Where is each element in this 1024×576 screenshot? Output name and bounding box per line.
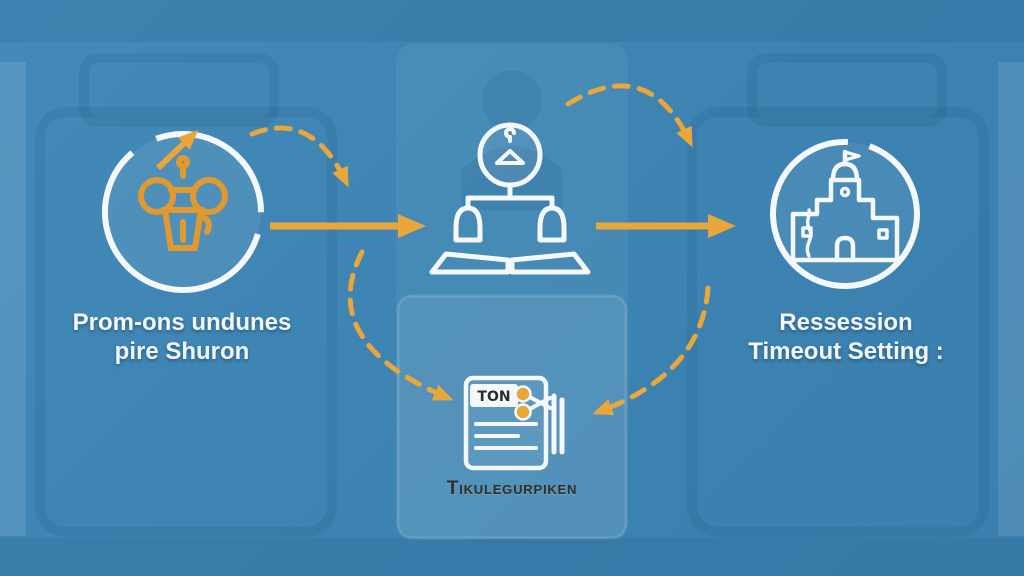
right-edge-strip [998,62,1024,536]
left-node-label-line2: pire Shuron [114,338,250,365]
doc-side-bars [551,393,565,455]
bottom-card-panel [396,294,628,540]
left-bg-outline [35,107,337,537]
dashed-arrow-bottom-right [592,285,711,416]
doc-text-lines [474,422,538,450]
dashed-arrow-top-center [565,83,693,148]
right-node [770,139,920,289]
gadget-icon [138,155,228,251]
bottom-node-label: Tikulegurpiken [390,478,634,500]
document-icon: TON [463,375,565,471]
bottom-node-label-text: Tikulegurpiken [446,478,578,499]
right-node-label-line1: Ressession [779,309,913,336]
left-node-label: Prom-ons undunes pire Shuron [34,308,330,366]
right-node-circle [770,139,920,289]
left-bg-tab [79,53,279,127]
building-icon [790,149,900,263]
left-node [102,129,264,293]
doc-label-box [470,384,518,407]
right-node-label-line2: Timeout Setting : [748,338,944,365]
scissors-icon [514,385,552,421]
right-bg-outline [687,107,989,537]
top-band [0,0,1024,42]
bottom-band [0,538,1024,576]
left-node-label-line1: Prom-ons undunes [72,309,292,336]
person-silhouette-head [482,70,542,130]
dashed-arrow-top-left [249,125,349,188]
doc-label-text: TON [477,389,510,405]
right-bg-tab [747,53,947,127]
center-bg-panel [396,44,628,538]
export-arrow-icon [155,129,199,171]
dashed-arrow-bottom-left [347,249,454,401]
right-node-label: Ressession Timeout Setting : [698,308,994,366]
left-edge-strip [0,62,26,536]
hanger-scales-icon [429,122,591,275]
